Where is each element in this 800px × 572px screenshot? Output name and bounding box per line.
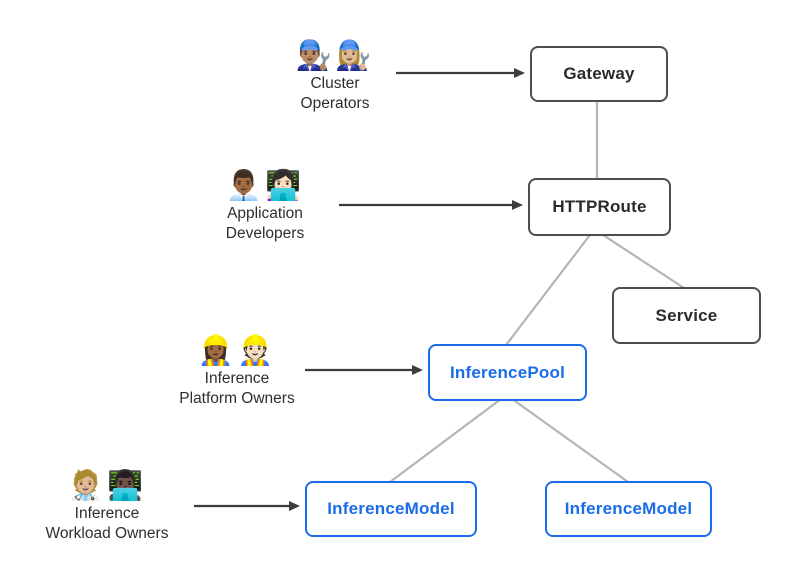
- node-inferencepool: InferencePool: [428, 344, 587, 401]
- actor-inference-workload-owners-label-line2: Workload Owners: [45, 525, 169, 542]
- construction-worker-emojis-icon: 👷🏾‍♀️👷🏻: [197, 335, 277, 367]
- connector-inferencepool-inferencemodel-left: [389, 395, 506, 483]
- connector-inferencepool-inferencemodel-right: [507, 395, 629, 483]
- node-inferencemodel-left: InferenceModel: [305, 481, 477, 537]
- actor-inference-platform-owners: 👷🏾‍♀️👷🏻 Inference Platform Owners: [147, 333, 327, 409]
- actor-inference-workload-owners-label-line1: Inference: [74, 505, 140, 522]
- node-gateway: Gateway: [530, 46, 668, 102]
- node-gateway-label: Gateway: [563, 64, 635, 83]
- node-service: Service: [612, 287, 761, 344]
- developer-emojis-icon: 👨🏾‍💼👩🏻‍💻: [225, 170, 305, 202]
- actor-application-developers-label-line2: Developers: [225, 225, 305, 242]
- node-service-label: Service: [655, 305, 718, 325]
- actor-inference-platform-owners-label-line2: Platform Owners: [179, 390, 295, 407]
- actor-cluster-operators-label-line2: Operators: [300, 95, 370, 112]
- mechanic-emojis-icon: 👨🏽‍🔧👩🏼‍🔧: [295, 40, 375, 72]
- actor-application-developers-label-line1: Application: [227, 205, 303, 222]
- node-httproute: HTTPRoute: [528, 178, 671, 236]
- actor-inference-platform-owners-label-line1: Inference: [204, 370, 270, 387]
- node-inferencemodel-left-label: InferenceModel: [327, 499, 455, 518]
- actor-cluster-operators: 👨🏽‍🔧👩🏼‍🔧 Cluster Operators: [255, 38, 415, 114]
- node-httproute-label: HTTPRoute: [552, 197, 647, 216]
- actor-cluster-operators-label-line1: Cluster: [310, 75, 360, 92]
- actor-inference-workload-owners: 🧑🏼‍⚕️👨🏿‍💻 Inference Workload Owners: [12, 468, 202, 544]
- node-inferencemodel-right: InferenceModel: [545, 481, 712, 537]
- connector-httproute-service: [596, 230, 685, 289]
- connector-httproute-inferencepool: [505, 230, 594, 346]
- actor-application-developers: 👨🏾‍💼👩🏻‍💻 Application Developers: [185, 168, 345, 244]
- workload-owner-emojis-icon: 🧑🏼‍⚕️👨🏿‍💻: [67, 470, 147, 502]
- node-inferencepool-label: InferencePool: [449, 362, 566, 382]
- node-inferencemodel-right-label: InferenceModel: [564, 499, 693, 518]
